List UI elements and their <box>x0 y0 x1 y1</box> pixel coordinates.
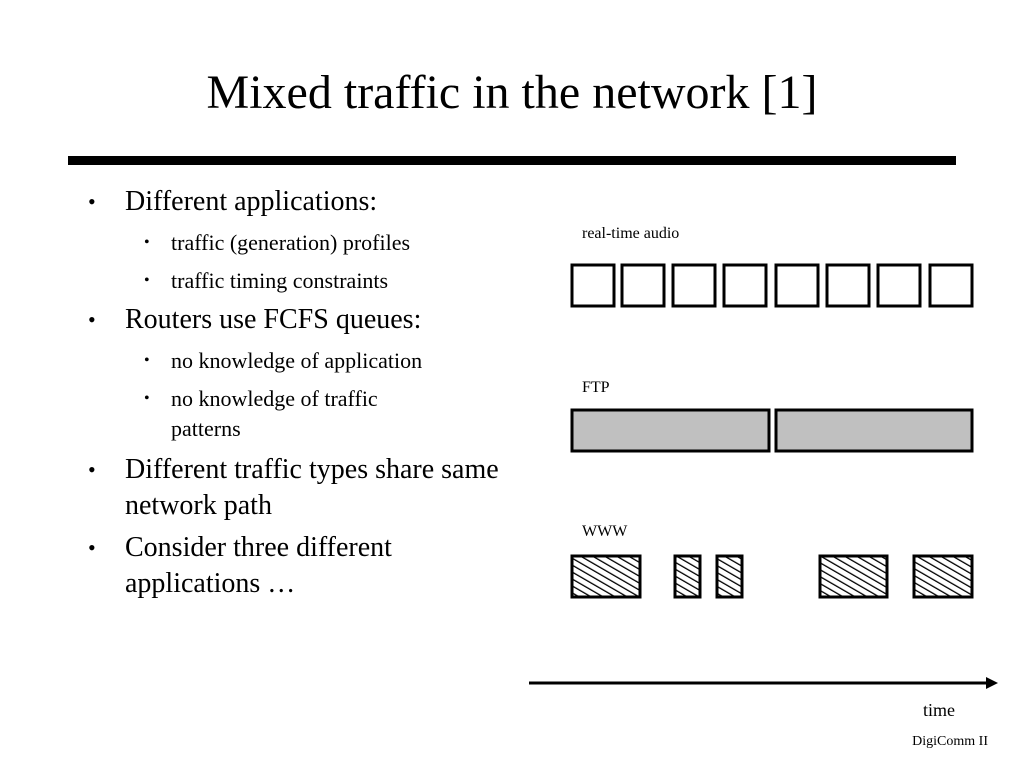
bullet-dot-icon: • <box>88 307 96 332</box>
bullet-text: Routers use FCFS queues: <box>125 304 422 335</box>
bullet-dot-icon: • <box>88 535 96 560</box>
footer-text: DigiComm II <box>912 734 988 749</box>
bullet-dot-icon: • <box>88 189 96 214</box>
www-packet <box>673 554 702 599</box>
ftp-row-label: FTP <box>582 379 610 396</box>
sub-bullet-item: • traffic (generation) profiles <box>88 228 431 258</box>
www-packet <box>715 554 744 599</box>
bullet-item: • Routers use FCFS queues: <box>88 302 508 338</box>
audio-packet <box>774 263 820 308</box>
ftp-packet <box>570 408 771 453</box>
audio-packet <box>570 263 616 308</box>
bullet-list: • Different applications: • traffic (gen… <box>88 184 508 602</box>
bullet-dot-icon: • <box>144 390 150 407</box>
sub-bullet-item: • no knowledge of traffic patterns <box>88 384 431 444</box>
bullet-dot-icon: • <box>144 272 150 289</box>
sub-bullet-text: no knowledge of application <box>171 348 423 373</box>
audio-packet <box>876 263 922 308</box>
bullet-dot-icon: • <box>88 457 96 482</box>
audio-packet <box>825 263 871 308</box>
bullet-text: Different applications: <box>125 186 378 217</box>
ftp-packet <box>774 408 974 453</box>
ftp-packets <box>570 408 974 453</box>
title-divider <box>68 156 956 165</box>
bullet-dot-icon: • <box>144 234 150 251</box>
sub-bullet-text: no knowledge of traffic patterns <box>171 386 378 441</box>
audio-packet <box>620 263 666 308</box>
bullet-text: Different traffic types share same netwo… <box>125 454 499 521</box>
sub-bullet-item: • no knowledge of application <box>88 346 431 376</box>
audio-packets <box>570 263 974 308</box>
www-row-label: WWW <box>582 523 628 540</box>
sub-bullet-text: traffic (generation) profiles <box>171 230 411 255</box>
www-packet <box>570 554 642 599</box>
audio-packet <box>722 263 768 308</box>
www-packets <box>570 554 974 599</box>
www-packet <box>912 554 974 599</box>
bullet-item: • Different traffic types share same net… <box>88 452 508 524</box>
www-packet <box>818 554 889 599</box>
bullet-text: Consider three different applications … <box>125 532 392 599</box>
time-arrow-icon <box>986 677 998 689</box>
slide-title: Mixed traffic in the network [1] <box>206 66 818 119</box>
sub-bullet-item: • traffic timing constraints <box>88 266 431 296</box>
audio-packet <box>928 263 974 308</box>
bullet-item: • Different applications: <box>88 184 508 220</box>
bullet-item: • Consider three different applications … <box>88 530 508 602</box>
audio-packet <box>671 263 717 308</box>
bullet-dot-icon: • <box>144 352 150 369</box>
audio-row-label: real-time audio <box>582 225 679 242</box>
sub-bullet-text: traffic timing constraints <box>171 268 389 293</box>
time-axis-label: time <box>923 700 955 720</box>
